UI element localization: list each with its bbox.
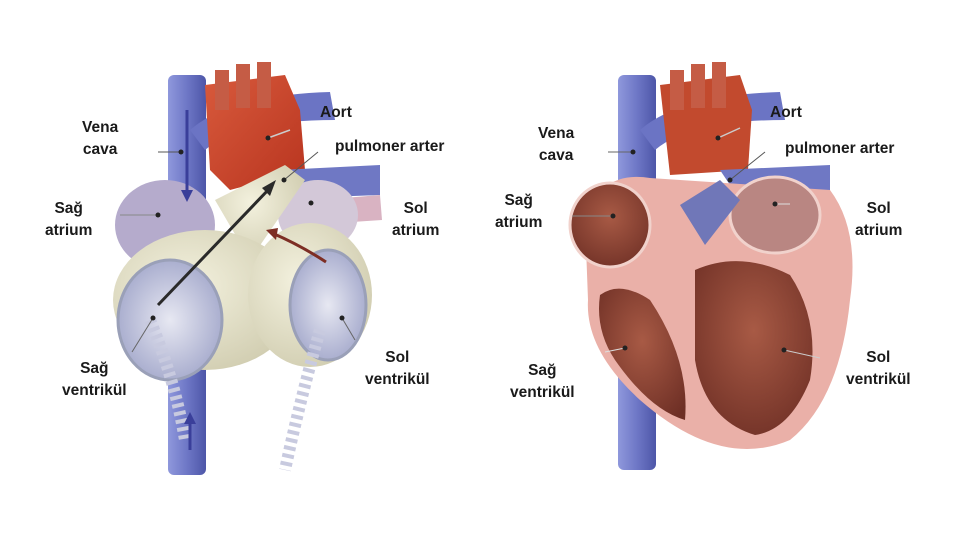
left-ventricle-chamber [695, 261, 813, 435]
right-ventricle-chamber [599, 288, 686, 420]
right-atrium-shape [568, 181, 652, 269]
label-aort: Aort [320, 104, 352, 121]
label-aort: Aort [770, 104, 802, 121]
aorta-vessel [205, 75, 305, 190]
artificial-heart-illustration [113, 62, 382, 475]
label-pulmoner-arter: pulmoner arter [335, 138, 445, 155]
natural-heart-illustration [568, 62, 853, 470]
left-atrium-shape [728, 175, 822, 255]
label-pulmoner-arter: pulmoner arter [785, 140, 895, 157]
